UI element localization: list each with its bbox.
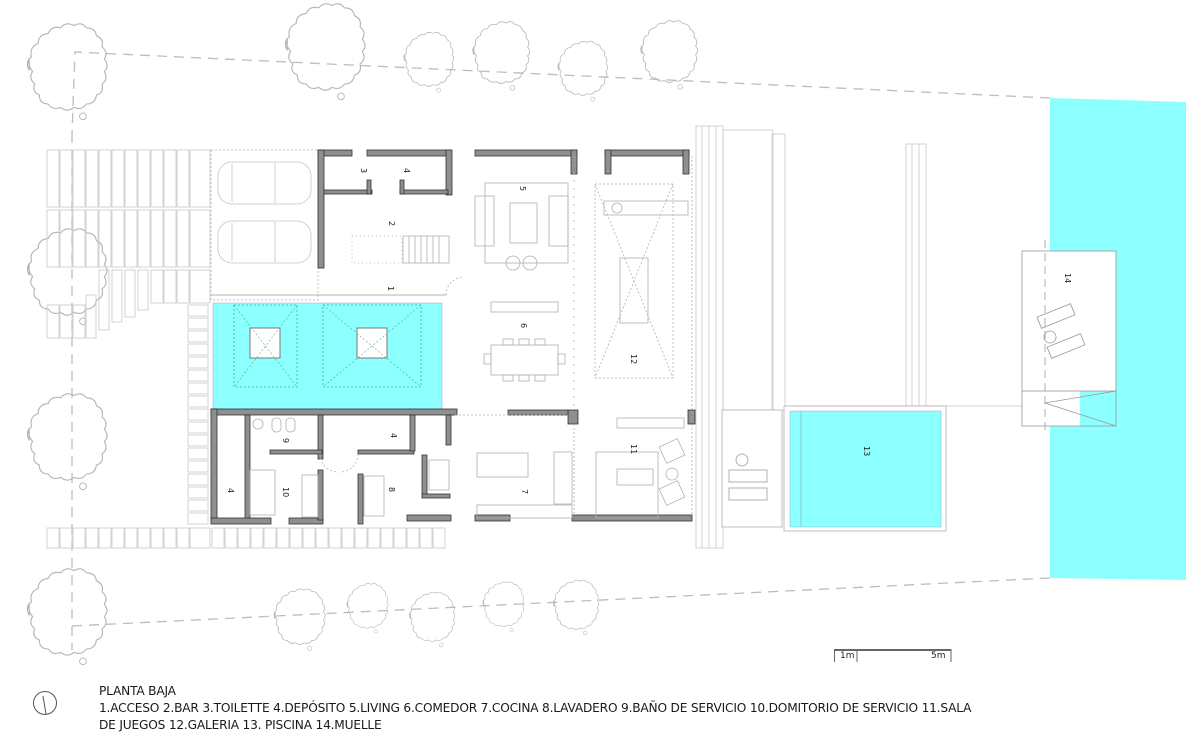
label-dormitorio: 10 <box>281 487 290 497</box>
paving-deck <box>46 149 446 549</box>
terrace-strips <box>695 125 1050 549</box>
furniture <box>211 156 693 519</box>
label-deposito-3: 4 <box>226 488 235 493</box>
label-deposito-2: 4 <box>389 433 398 438</box>
water-patio <box>212 302 443 410</box>
label-piscina: 13 <box>862 446 871 456</box>
label-deposito-1: 4 <box>402 168 411 173</box>
label-living: 5 <box>518 186 527 191</box>
scale-bar: 1m 5m <box>834 649 952 663</box>
label-muelle: 14 <box>1063 273 1072 283</box>
room-legend-line-1: 1.ACCESO 2.BAR 3.TOILETTE 4.DEPÓSITO 5.L… <box>99 701 972 715</box>
garage-outline <box>210 149 319 301</box>
scale-label-1m: 1m <box>840 651 855 661</box>
pool-area <box>721 405 947 532</box>
room-legend-line-2: DE JUEGOS 12.GALERIA 13. PISCINA 14.MUEL… <box>99 718 382 732</box>
cars <box>217 161 312 264</box>
muelle-dock <box>1021 240 1117 430</box>
label-sala-juegos: 11 <box>629 444 638 454</box>
label-lavadero: 8 <box>387 487 396 492</box>
label-acceso: 1 <box>386 286 395 291</box>
label-comedor: 6 <box>519 323 528 328</box>
drawing-caption: PLANTA BAJA 1.ACCESO 2.BAR 3.TOILETTE 4.… <box>99 683 999 734</box>
river-water <box>1050 98 1186 580</box>
label-cocina: 7 <box>520 489 529 494</box>
north-arrow-icon <box>33 691 57 715</box>
label-galeria: 12 <box>629 354 638 364</box>
trees-top <box>26 3 699 121</box>
trees-left <box>26 228 108 666</box>
scale-label-5m: 5m <box>931 651 946 661</box>
label-bar: 2 <box>387 221 396 226</box>
trees-bottom <box>273 579 600 652</box>
room-labels: 1 2 3 4 5 6 12 7 11 13 14 4 4 9 10 8 <box>226 168 1072 497</box>
label-bano: 9 <box>281 438 290 443</box>
drawing-title: PLANTA BAJA <box>99 684 176 698</box>
label-toilette: 3 <box>359 168 368 173</box>
